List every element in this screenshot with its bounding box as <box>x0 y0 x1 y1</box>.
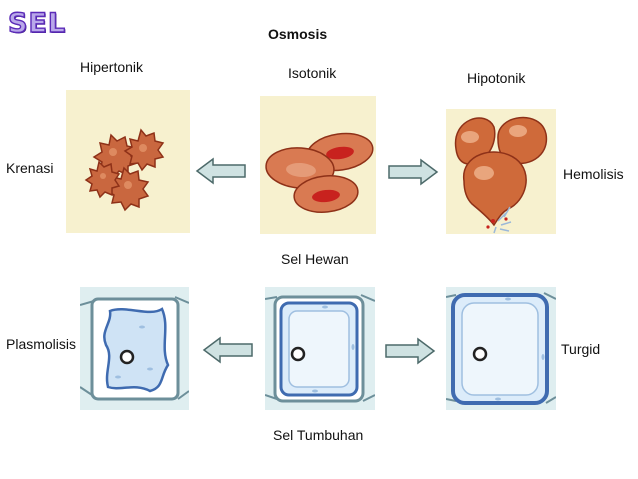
label-hemolysis: Hemolisis <box>563 166 624 182</box>
label-hypertonic: Hipertonik <box>80 59 143 75</box>
label-plant-cell: Sel Tumbuhan <box>273 427 363 443</box>
arrow-right-plant <box>384 337 436 365</box>
arrow-right-animal <box>387 158 439 186</box>
arrow-left-animal <box>195 157 247 185</box>
label-crenation: Krenasi <box>6 160 53 176</box>
normal-rbc-panel <box>260 96 376 234</box>
label-plasmolysis: Plasmolisis <box>6 336 76 352</box>
normal-plant-cell-panel <box>265 287 375 410</box>
hemolyzed-rbc-panel <box>446 109 556 234</box>
arrow-left-plant <box>202 336 254 364</box>
crenated-rbc-panel <box>66 90 190 233</box>
plasmolyzed-cell-panel <box>80 287 189 410</box>
label-hypotonic: Hipotonik <box>467 70 525 86</box>
page-title: Osmosis <box>268 26 327 42</box>
label-turgid: Turgid <box>561 341 600 357</box>
label-animal-cell: Sel Hewan <box>281 251 349 267</box>
turgid-cell-panel <box>446 287 556 410</box>
label-isotonic: Isotonik <box>288 65 336 81</box>
sel-logo: SEL <box>8 8 66 39</box>
